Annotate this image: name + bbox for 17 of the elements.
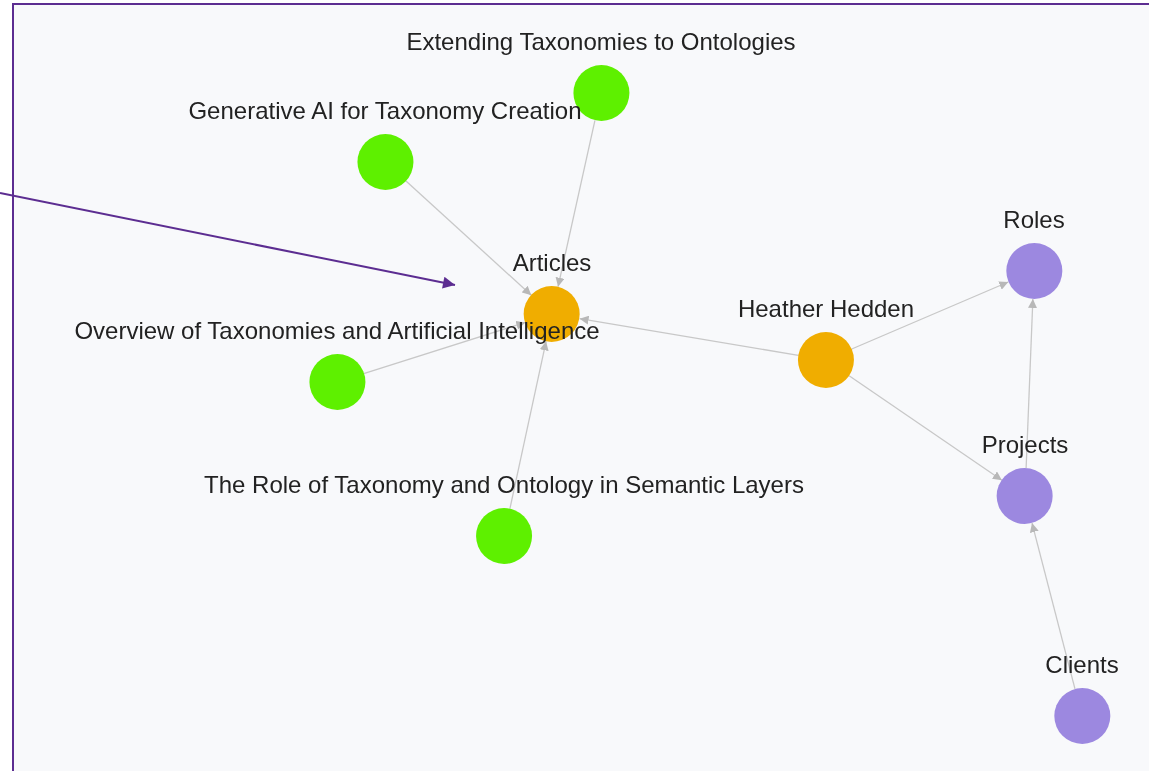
node-label: Articles: [512, 249, 592, 277]
arrow: [1029, 522, 1076, 690]
arrow: [509, 340, 549, 510]
node-label: Generative AI for Taxonomy Creation: [188, 97, 582, 125]
arrow: [578, 315, 800, 356]
arrow: [848, 375, 1003, 481]
arrow: [363, 320, 526, 375]
node-label: Projects: [981, 431, 1069, 459]
arrow: [851, 281, 1009, 350]
node-label: Extending Taxonomies to Ontologies: [406, 28, 796, 56]
node-label: Roles: [1003, 206, 1065, 234]
arrow: [405, 180, 532, 296]
node-label: Heather Hedden: [737, 295, 915, 323]
node-label: The Role of Taxonomy and Ontology in Semantic Layers: [204, 471, 804, 499]
arrow: [1025, 298, 1037, 469]
arrow: [555, 119, 596, 288]
node-label: Clients: [1045, 651, 1119, 679]
